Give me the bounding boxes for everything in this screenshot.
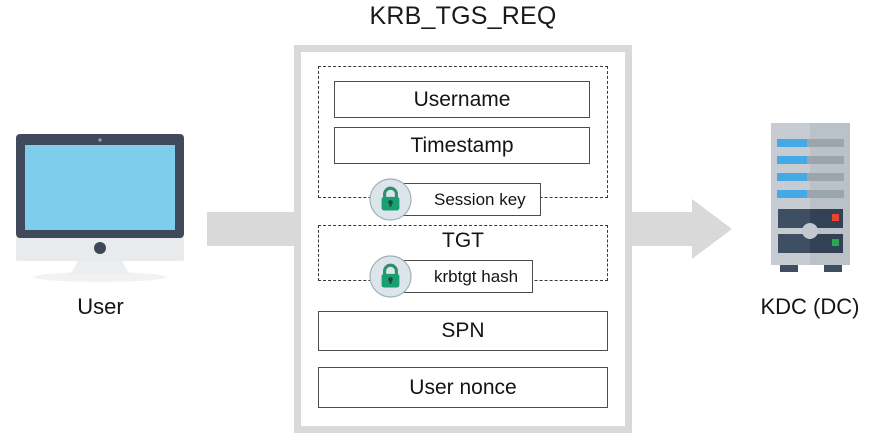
arrow-message-to-kdc xyxy=(630,199,732,259)
field-timestamp: Timestamp xyxy=(334,127,590,164)
arrow-user-to-message xyxy=(207,212,295,246)
user-endpoint xyxy=(8,132,193,282)
lock-icon xyxy=(369,255,412,298)
field-spn: SPN xyxy=(318,311,608,351)
user-endpoint-label: User xyxy=(77,294,124,319)
desktop-monitor-icon xyxy=(16,134,184,282)
lock-icon xyxy=(369,178,412,221)
kdc-endpoint-label: KDC (DC) xyxy=(760,294,860,319)
kdc-endpoint xyxy=(758,115,863,285)
page-title: KRB_TGS_REQ xyxy=(369,2,557,30)
session-key-label: Session key xyxy=(395,183,541,216)
right-arrow-icon xyxy=(630,199,732,259)
server-tower-icon xyxy=(771,123,850,272)
tgt-label: TGT xyxy=(442,229,484,252)
field-username: Username xyxy=(334,81,590,118)
field-user-nonce: User nonce xyxy=(318,367,608,408)
krbtgt-hash-label: krbtgt hash xyxy=(395,260,534,293)
